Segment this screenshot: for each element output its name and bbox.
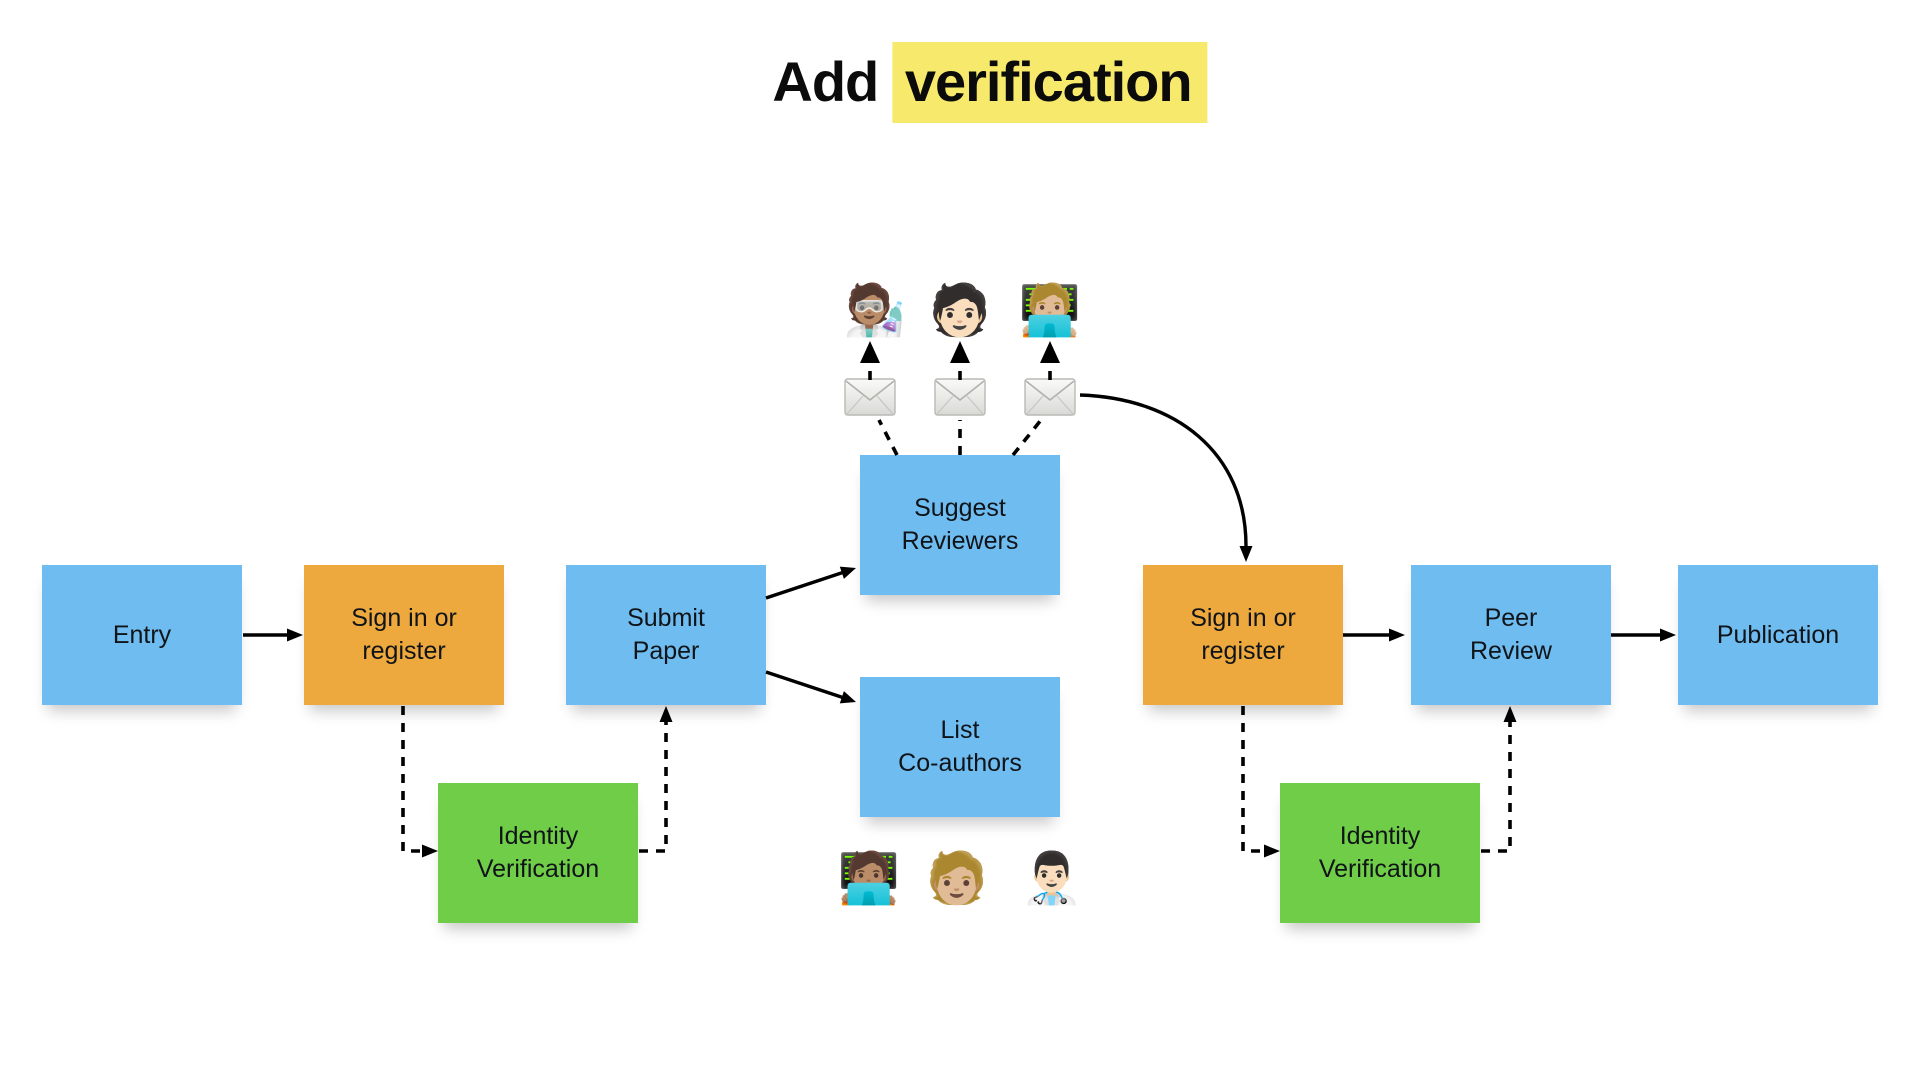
arrow-signin-to-peer [1343, 628, 1405, 642]
health-worker-emoji: 👨🏻‍⚕️ [1020, 849, 1084, 907]
node-suggest-reviewers-label: Suggest Reviewers [901, 494, 1019, 555]
dashed-suggest-to-envelopes [877, 418, 1043, 457]
title-prefix: Add [772, 50, 879, 113]
arrow-submit-to-coauthors [765, 670, 856, 704]
envelope-icon [844, 378, 896, 416]
node-signin-right-label: Sign in or register [1190, 604, 1296, 665]
title-highlight: verification [892, 42, 1208, 123]
node-suggest-reviewers[interactable]: Suggest Reviewers [860, 455, 1060, 595]
node-identity-left[interactable]: Identity Verification [438, 783, 638, 923]
node-submit-paper[interactable]: Submit Paper [566, 565, 766, 705]
node-identity-right[interactable]: Identity Verification [1280, 783, 1480, 923]
scientist-emoji: 🧑🏽‍🔬 [843, 281, 907, 339]
node-signin-left-label: Sign in or register [351, 604, 457, 665]
dashed-envelopes-to-reviewers [860, 341, 1060, 380]
envelope-icon [1024, 378, 1076, 416]
node-publication-label: Publication [1716, 620, 1840, 649]
page-title: Add verification [772, 42, 1208, 123]
arrow-envelope-to-signin [1079, 393, 1253, 562]
node-identity-left-label: Identity Verification [476, 822, 600, 883]
person-blond-emoji: 🧑🏼 [925, 849, 989, 907]
arrow-peer-to-publication [1611, 628, 1676, 642]
node-signin-right[interactable]: Sign in or register [1143, 565, 1343, 705]
technologist-blond-emoji: 🧑🏼‍💻 [1018, 281, 1082, 339]
arrow-submit-to-suggest [765, 566, 856, 600]
node-signin-left[interactable]: Sign in or register [304, 565, 504, 705]
node-list-coauthors-label: List Co-authors [898, 716, 1022, 777]
node-peer-review-label: Peer Review [1470, 604, 1552, 665]
node-list-coauthors[interactable]: List Co-authors [860, 677, 1060, 817]
node-identity-right-label: Identity Verification [1318, 822, 1442, 883]
node-submit-paper-label: Submit Paper [627, 604, 705, 665]
arrow-entry-to-signin [243, 628, 303, 642]
dashed-signin-to-identity-left [401, 706, 438, 858]
node-entry-label: Entry [112, 620, 172, 649]
dashed-identity-to-submit [639, 706, 673, 853]
node-peer-review[interactable]: Peer Review [1411, 565, 1611, 705]
dashed-signin-to-identity-right [1241, 706, 1280, 858]
technologist-emoji: 🧑🏽‍💻 [837, 849, 901, 907]
person-emoji: 🧑🏻 [928, 281, 992, 339]
node-entry[interactable]: Entry [42, 565, 242, 705]
node-publication[interactable]: Publication [1678, 565, 1878, 705]
dashed-identity-to-peer [1481, 706, 1517, 853]
envelope-icon [934, 378, 986, 416]
